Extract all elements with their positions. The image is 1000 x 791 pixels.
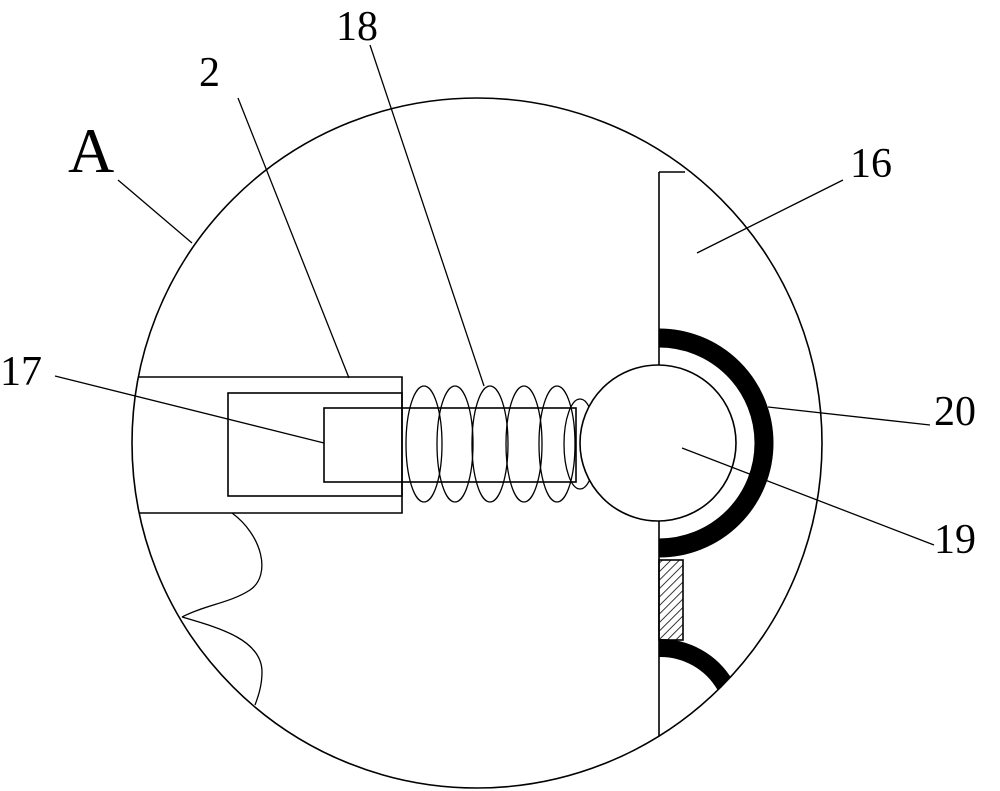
label-18: 18 xyxy=(336,4,378,50)
cavity-upper xyxy=(182,513,262,617)
wall-bottom-line xyxy=(659,700,735,740)
leader-line-a xyxy=(118,180,192,243)
ball xyxy=(580,365,736,521)
spring-coil xyxy=(506,386,542,502)
view-label-a: A xyxy=(68,115,114,186)
hatched-strip xyxy=(659,560,683,640)
leader-line-18 xyxy=(370,45,484,386)
spring-coil xyxy=(539,386,575,502)
label-17: 17 xyxy=(0,349,42,395)
spring-coils xyxy=(406,386,596,502)
leader-line-20 xyxy=(768,407,930,425)
label-2: 2 xyxy=(199,50,220,96)
label-16: 16 xyxy=(850,141,892,187)
leader-line-17 xyxy=(55,376,324,443)
lower-seat-arc xyxy=(659,648,725,685)
label-19: 19 xyxy=(934,517,976,563)
label-20: 20 xyxy=(934,389,976,435)
housing-outline xyxy=(120,377,402,513)
leader-line-2 xyxy=(238,98,349,378)
leader-line-16 xyxy=(697,180,843,253)
cavity-lower xyxy=(182,617,262,705)
slider-block xyxy=(324,408,576,482)
leader-lines xyxy=(55,45,934,545)
spring-coil xyxy=(472,386,508,502)
